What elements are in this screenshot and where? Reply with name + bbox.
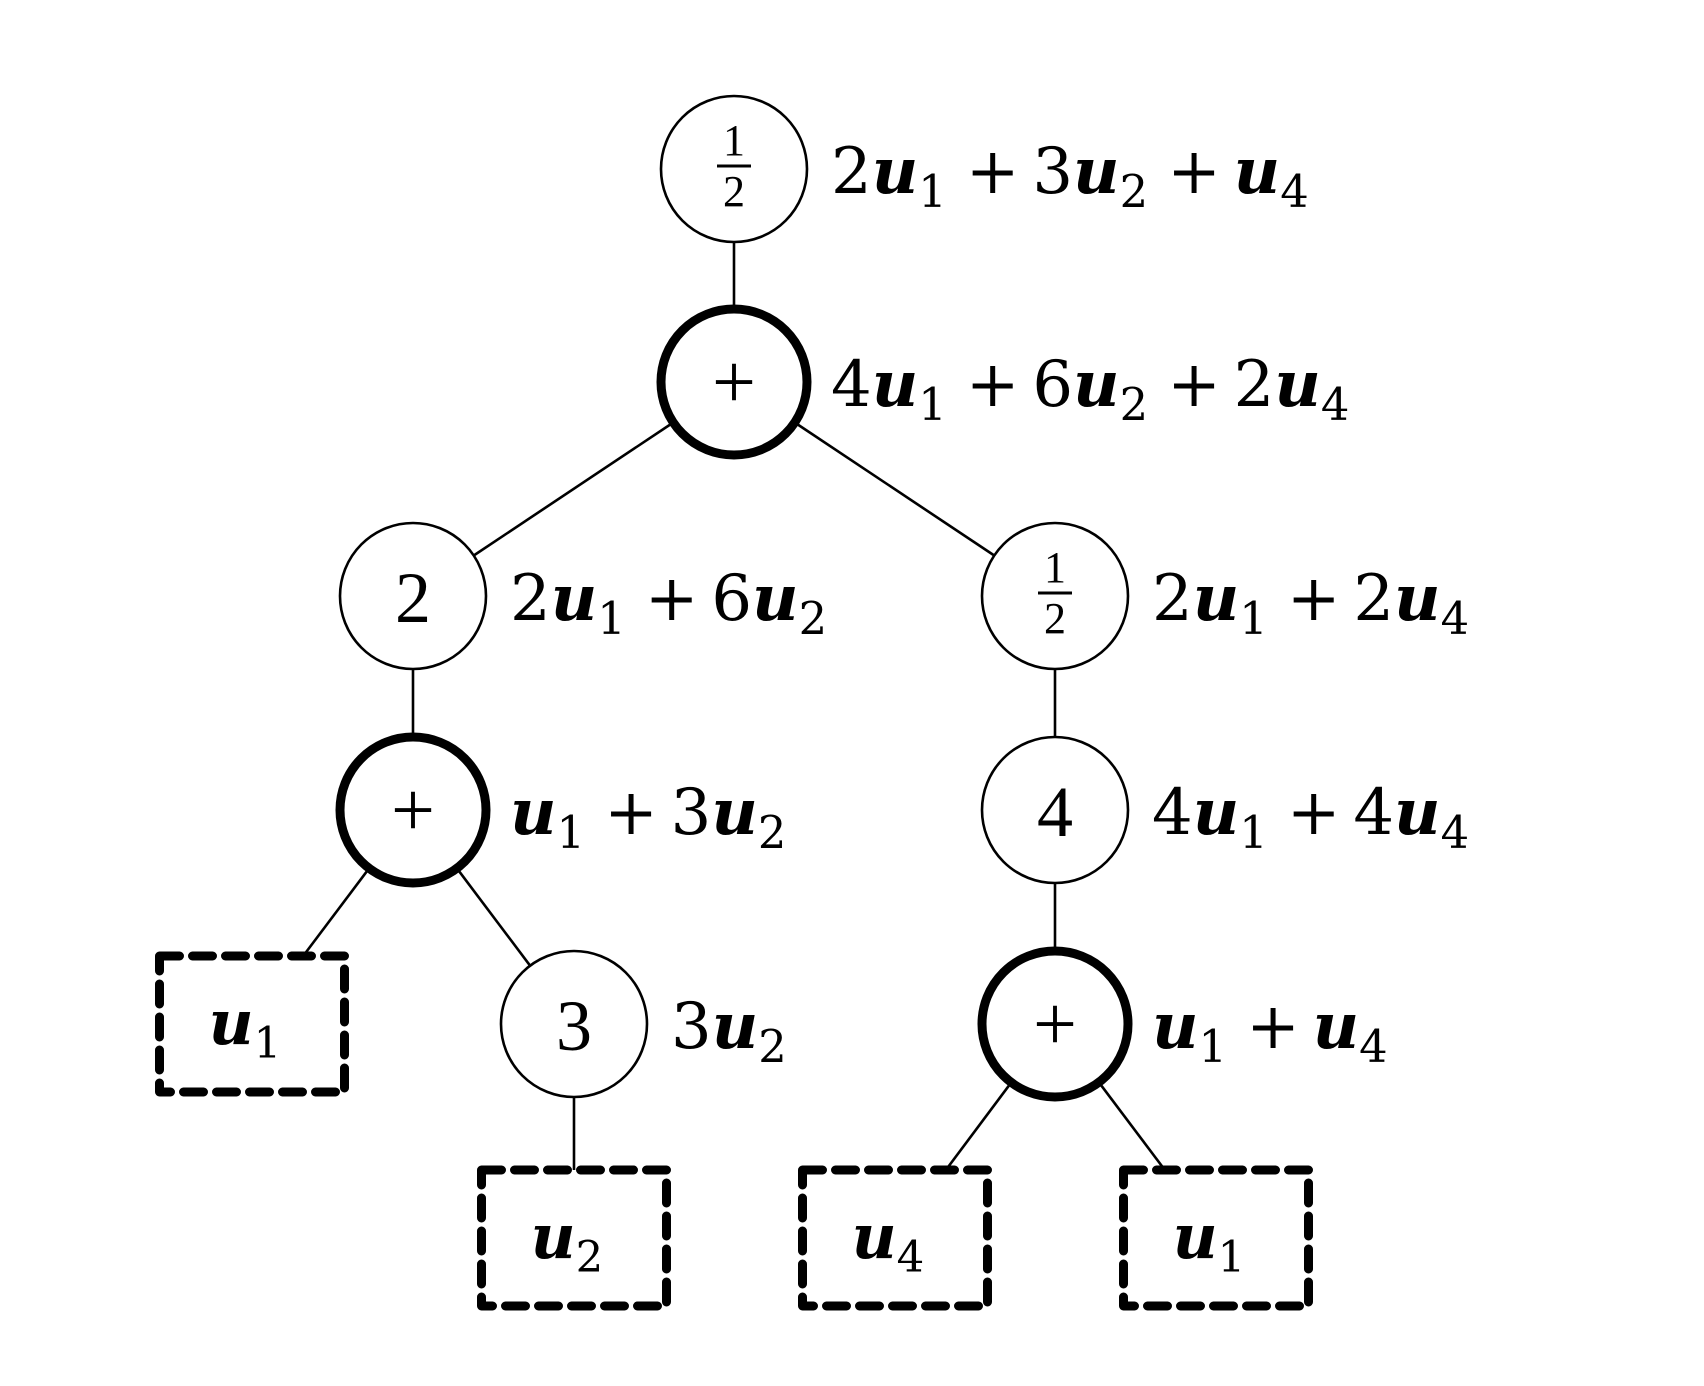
edge-layer [302, 242, 1166, 1171]
leaf-dashed-box [477, 1165, 671, 1311]
node-leaf_u4: u4 [798, 1165, 992, 1311]
weight-value: 2 [395, 558, 431, 638]
fraction-numerator: 1 [1044, 543, 1066, 592]
fraction-denominator: 2 [1044, 594, 1066, 643]
node-n_three: 3 [499, 949, 649, 1099]
edge-n_left_plus-n_three [455, 867, 532, 967]
leaf-label: u4 [852, 1200, 931, 1283]
plus-symbol: + [391, 766, 435, 853]
sum-node-circle [977, 946, 1133, 1102]
edge-n_left_plus-leaf_u1_a [302, 867, 371, 957]
fraction-numerator: 1 [723, 116, 745, 165]
edge-n_right_plus-leaf_u1_b [1097, 1081, 1166, 1171]
node-leaf_u2: u2 [477, 1165, 671, 1311]
plus-symbol: + [1033, 980, 1077, 1067]
leaf-dashed-box [1119, 1165, 1313, 1311]
node-leaf_u1_b: u1 [1119, 1165, 1313, 1311]
fraction-denominator: 2 [723, 167, 745, 216]
sum-node-circle [656, 304, 812, 460]
node-n_right_half: 12 [980, 521, 1130, 671]
leaf-label: u1 [209, 986, 288, 1069]
edge-n_root_plus-n_left_two [473, 421, 674, 557]
leaf-label: u1 [1173, 1200, 1252, 1283]
annotation-n_three: 3u2 [671, 989, 793, 1073]
annotation-n_left_plus: u1 + 3u2 [510, 775, 793, 859]
edge-n_root_plus-n_right_half [794, 421, 995, 557]
annotation-n_right_plus: u1 + u4 [1152, 989, 1394, 1073]
leaf-dashed-box [798, 1165, 992, 1311]
weight-node-circle [659, 94, 809, 244]
annotation-n_right_half: 2u1 + 2u4 [1152, 561, 1475, 645]
leaf-dashed-box [155, 951, 349, 1097]
weight-value: 4 [1037, 772, 1073, 852]
weight-node-circle [499, 949, 649, 1099]
node-n_left_two: 2 [338, 521, 488, 671]
leaf-label: u2 [531, 1200, 610, 1283]
annotation-layer: 2u1 + 3u2 + u4 4u1 + 6u2 + 2u4 2u1 + 6u2… [510, 134, 1475, 1073]
plus-symbol: + [712, 338, 756, 425]
annotation-n_left_two: 2u1 + 6u2 [510, 561, 833, 645]
node-leaf_u1_a: u1 [155, 951, 349, 1097]
annotation-n_top_half: 2u1 + 3u2 + u4 [831, 134, 1315, 218]
annotation-n_right_four: 4u1 + 4u4 [1152, 775, 1475, 859]
node-n_right_plus: + [977, 946, 1133, 1102]
node-n_right_four: 4 [980, 735, 1130, 885]
weight-node-circle [338, 521, 488, 671]
weight-node-circle [980, 735, 1130, 885]
edge-n_right_plus-leaf_u4 [944, 1081, 1013, 1171]
node-n_root_plus: + [656, 304, 812, 460]
node-n_top_half: 12 [659, 94, 809, 244]
sum-node-circle [335, 732, 491, 888]
weight-value: 3 [556, 986, 592, 1066]
node-n_left_plus: + [335, 732, 491, 888]
annotation-n_root_plus: 4u1 + 6u2 + 2u4 [831, 347, 1356, 431]
weight-node-circle [980, 521, 1130, 671]
